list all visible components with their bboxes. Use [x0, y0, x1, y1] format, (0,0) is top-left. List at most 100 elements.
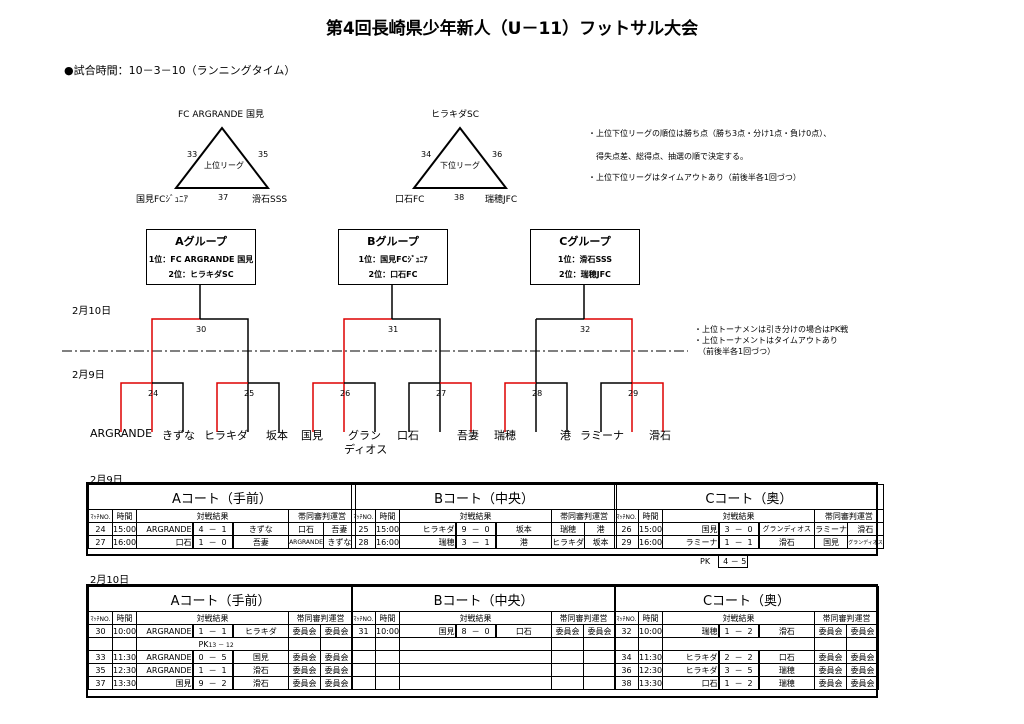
match-no: 32	[614, 624, 639, 638]
table-cell	[399, 637, 553, 651]
table-row	[614, 637, 880, 651]
score-dash: －	[208, 676, 217, 690]
group-name: Aグループ	[175, 235, 227, 248]
score-dash: －	[208, 663, 217, 677]
group-second: 2位：ヒラキダSC	[168, 270, 234, 279]
match-number: 28	[532, 389, 543, 398]
table-row	[351, 663, 617, 677]
away-team: 瑞穂	[758, 676, 816, 690]
referee-2: 委員会	[583, 624, 617, 638]
referee-1: 委員会	[814, 676, 848, 690]
match-number: 30	[196, 325, 207, 334]
header-cell: 帯同審判運営	[288, 509, 356, 523]
pk-label: PK	[136, 637, 209, 651]
referee-2: 滑石	[847, 522, 884, 536]
home-score: 3	[717, 663, 735, 677]
score-dash: －	[734, 676, 743, 690]
referee-1: 委員会	[288, 650, 322, 664]
header-cell: ﾏｯﾁNO.	[614, 611, 639, 625]
referee-1: 委員会	[288, 624, 322, 638]
lower-league-triangle	[411, 126, 509, 189]
match-time: 16:00	[637, 535, 664, 549]
rule-note: ・上位下位リーグはタイムアウトあり（前後半各1回づつ）	[588, 173, 801, 182]
match-time: 12:30	[637, 663, 664, 677]
away-team: ヒラキダ	[232, 624, 290, 638]
bracket-line-c-red	[584, 318, 633, 432]
score-dash: －	[208, 624, 217, 638]
match-number: 38	[454, 193, 465, 202]
match-no: 31	[351, 624, 376, 638]
home-score: 1	[191, 535, 209, 549]
match-time: 13:30	[637, 676, 664, 690]
referee-2: 委員会	[846, 663, 880, 677]
referee-1: 委員会	[814, 663, 848, 677]
match-number: 27	[436, 389, 447, 398]
group-first: 1位：FC ARGRANDE 国見	[148, 255, 254, 264]
match-time: 16:00	[374, 535, 401, 549]
home-score: 4	[191, 522, 209, 536]
lower-league-left-team: 口石FC	[395, 195, 425, 205]
referee-1: ラミーナ	[814, 522, 849, 536]
score-dash: －	[471, 535, 480, 549]
referee-2: 委員会	[320, 624, 354, 638]
match-no: 35	[88, 663, 113, 677]
match-time: 13:30	[111, 676, 138, 690]
table-cell	[614, 637, 639, 651]
team-name: 港	[560, 429, 571, 442]
away-score: 1	[216, 663, 234, 677]
header-cell: 対戦結果	[136, 611, 290, 625]
header-cell: 帯同審判運営	[551, 509, 618, 523]
team-name: ラミーナ	[580, 429, 624, 442]
away-team: 滑石	[758, 624, 816, 638]
score-dash: －	[208, 535, 217, 549]
referee-1: 瑞穂	[551, 522, 586, 536]
match-no: 36	[614, 663, 639, 677]
match-number: 33	[187, 150, 198, 159]
away-team: グランディオス	[758, 522, 816, 536]
lower-league-right-team: 瑞穂JFC	[485, 195, 518, 205]
group-first: 1位：滑石SSS	[557, 255, 613, 264]
referee-1: 委員会	[288, 663, 322, 677]
tournament-note: ・上位トーナメンは引き分けの場合はPK戦	[694, 325, 849, 334]
group-a-box: Aグループ 1位：FC ARGRANDE 国見 2位：ヒラキダSC	[146, 229, 256, 285]
match-no: 37	[88, 676, 113, 690]
table-cell	[583, 676, 617, 690]
home-score: 1	[717, 676, 735, 690]
group-second: 2位：瑞穂JFC	[559, 270, 611, 279]
table-cell	[551, 676, 585, 690]
home-score: 9	[191, 676, 209, 690]
score-dash: －	[208, 650, 217, 664]
referee-2: 委員会	[846, 624, 880, 638]
referee-1: ヒラキダ	[551, 535, 586, 549]
pk-score: 4 － 5	[718, 556, 749, 568]
header-cell: 時間	[374, 509, 401, 523]
home-score: 3	[454, 535, 472, 549]
page-title: 第4回長崎県少年新人（U－11）フットサル大会	[325, 19, 699, 39]
table-cell	[399, 676, 553, 690]
court-title: Aコート（手前）	[88, 484, 356, 510]
match-time-note: ●試合時間：10－3－10（ランニングタイム）	[64, 64, 296, 77]
header-cell: 帯同審判運営	[288, 611, 354, 625]
referee-1: ARGRANDE	[288, 535, 324, 549]
match-time: 10:00	[637, 624, 664, 638]
lower-league-label: 下位リーグ	[440, 161, 480, 170]
referee-2: 委員会	[846, 676, 880, 690]
home-team: 国見	[662, 522, 719, 536]
table-cell	[351, 637, 376, 651]
table-row	[351, 650, 617, 664]
table-row	[351, 637, 617, 651]
header-cell: 対戦結果	[662, 509, 816, 523]
court-title: Cコート（奥）	[614, 484, 884, 510]
away-score: 2	[742, 650, 760, 664]
referee-1: 委員会	[814, 624, 848, 638]
team-name: ARGRANDE	[90, 427, 153, 440]
table-row	[351, 676, 617, 690]
